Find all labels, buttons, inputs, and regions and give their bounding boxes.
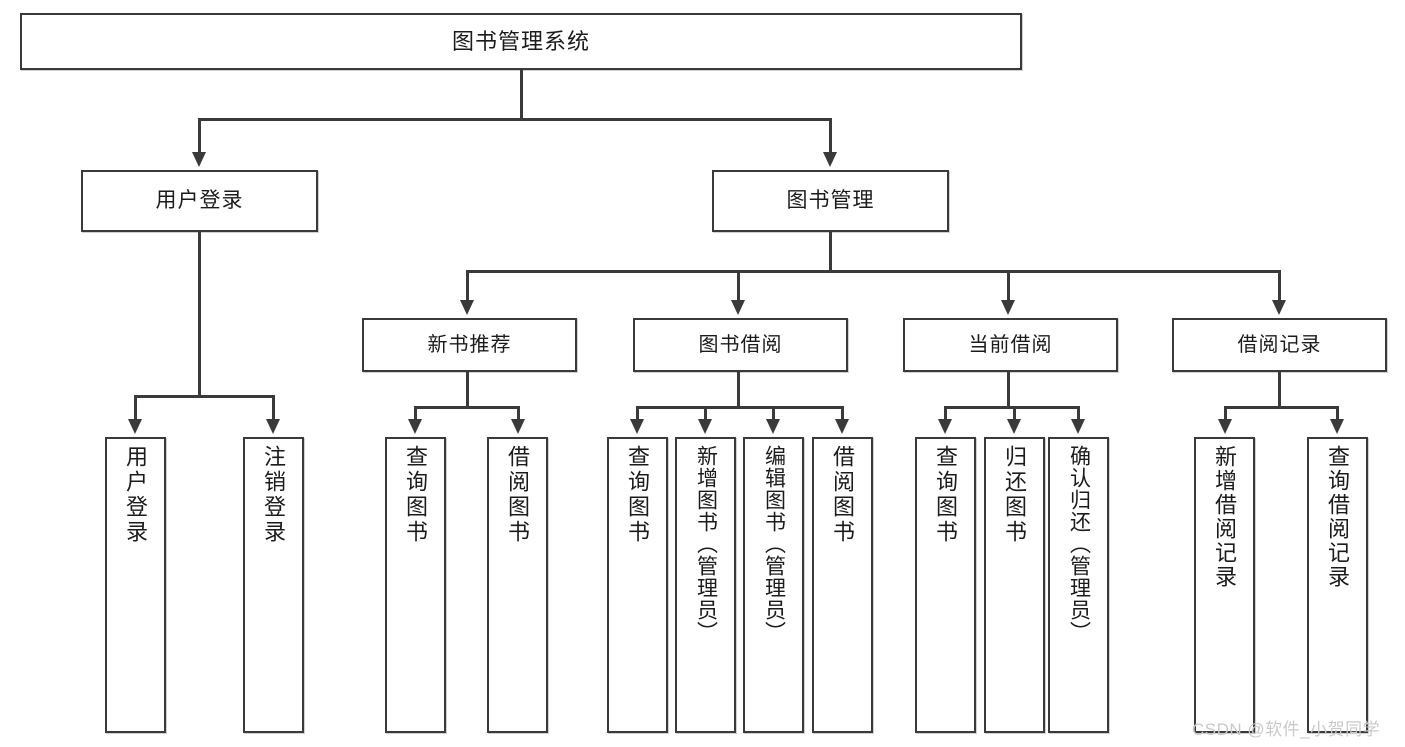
node-label: 查询借阅记录 bbox=[1325, 445, 1351, 589]
connector-book-borrow-to-leaf-4 bbox=[841, 406, 844, 421]
node-label: 新增图书（管理员） bbox=[694, 445, 718, 643]
leaf-user-login-logout[interactable]: 注销登录 bbox=[243, 437, 304, 733]
connector-root-bus bbox=[198, 118, 832, 121]
leaf-new-book-borrow[interactable]: 借阅图书 bbox=[487, 437, 548, 733]
node-label: 确认归还（管理员） bbox=[1067, 445, 1091, 643]
connector-book-borrow-stem bbox=[737, 372, 740, 406]
connector-current-borrow-to-leaf-1 bbox=[944, 406, 947, 421]
connector-user-login-stem bbox=[198, 232, 201, 395]
connector-book-borrow-to-leaf-2 bbox=[704, 406, 707, 421]
leaf-current-borrow-return[interactable]: 归还图书 bbox=[984, 437, 1045, 733]
arrow-head-icon bbox=[835, 419, 849, 434]
node-label: 图书借阅 bbox=[698, 333, 783, 356]
leaf-book-borrow-edit[interactable]: 编辑图书（管理员） bbox=[743, 437, 804, 733]
leaf-book-borrow-query[interactable]: 查询图书 bbox=[607, 437, 668, 733]
connector-new-book-to-leaf-2 bbox=[517, 406, 520, 421]
connector-book-mgmt-to-l3-1 bbox=[466, 270, 469, 302]
leaf-user-login-login[interactable]: 用户登录 bbox=[105, 437, 166, 733]
node-label: 查询图书 bbox=[625, 445, 651, 545]
connector-borrow-record-to-leaf-2 bbox=[1336, 406, 1339, 421]
connector-new-book-to-leaf-1 bbox=[414, 406, 417, 421]
arrow-head-icon bbox=[266, 419, 280, 434]
arrow-head-icon bbox=[1001, 300, 1015, 315]
arrow-head-icon bbox=[823, 152, 837, 167]
connector-book-mgmt-bus bbox=[466, 270, 1280, 273]
connector-book-mgmt-to-l3-4 bbox=[1278, 270, 1281, 302]
leaf-current-borrow-confirm-return[interactable]: 确认归还（管理员） bbox=[1048, 437, 1109, 733]
node-label: 用户登录 bbox=[123, 445, 149, 545]
leaf-book-borrow-add[interactable]: 新增图书（管理员） bbox=[675, 437, 736, 733]
arrow-head-icon bbox=[511, 419, 525, 434]
connector-user-login-to-leaf-1 bbox=[134, 395, 137, 421]
arrow-head-icon bbox=[1330, 419, 1344, 434]
connector-borrow-record-bus bbox=[1224, 406, 1338, 409]
node-label: 注销登录 bbox=[261, 445, 287, 545]
node-label: 借阅图书 bbox=[830, 445, 856, 545]
node-book-borrow[interactable]: 图书借阅 bbox=[633, 318, 848, 372]
leaf-borrow-record-query[interactable]: 查询借阅记录 bbox=[1307, 437, 1368, 733]
node-book-management[interactable]: 图书管理 bbox=[712, 170, 949, 232]
arrow-head-icon bbox=[766, 419, 780, 434]
connector-current-borrow-to-leaf-3 bbox=[1077, 406, 1080, 421]
node-borrow-record[interactable]: 借阅记录 bbox=[1172, 318, 1387, 372]
connector-root-to-user-login bbox=[198, 118, 201, 154]
connector-book-mgmt-stem bbox=[829, 232, 832, 270]
arrow-head-icon bbox=[128, 419, 142, 434]
arrow-head-icon bbox=[731, 300, 745, 315]
node-label: 编辑图书（管理员） bbox=[762, 445, 786, 643]
connector-current-borrow-stem bbox=[1007, 372, 1010, 406]
connector-new-book-bus bbox=[414, 406, 519, 409]
arrow-head-icon bbox=[408, 419, 422, 434]
node-label: 当前借阅 bbox=[968, 333, 1053, 356]
connector-current-borrow-to-leaf-2 bbox=[1013, 406, 1016, 421]
connector-new-book-stem bbox=[466, 372, 469, 406]
node-label: 用户登录 bbox=[155, 188, 244, 212]
connector-book-borrow-to-leaf-1 bbox=[636, 406, 639, 421]
connector-root-to-book-mgmt bbox=[829, 118, 832, 154]
leaf-new-book-query[interactable]: 查询图书 bbox=[385, 437, 446, 733]
connector-user-login-bus bbox=[134, 395, 274, 398]
node-new-book-recommend[interactable]: 新书推荐 bbox=[362, 318, 577, 372]
node-label: 查询图书 bbox=[933, 445, 959, 545]
connector-borrow-record-stem bbox=[1278, 372, 1281, 406]
node-label: 新增借阅记录 bbox=[1212, 445, 1238, 589]
leaf-book-borrow-borrow[interactable]: 借阅图书 bbox=[812, 437, 873, 733]
node-root-system[interactable]: 图书管理系统 bbox=[20, 13, 1022, 70]
arrow-head-icon bbox=[630, 419, 644, 434]
arrow-head-icon bbox=[1272, 300, 1286, 315]
arrow-head-icon bbox=[192, 152, 206, 167]
connector-book-borrow-bus bbox=[636, 406, 843, 409]
node-current-borrow[interactable]: 当前借阅 bbox=[903, 318, 1118, 372]
node-user-login[interactable]: 用户登录 bbox=[81, 170, 318, 232]
node-label: 图书管理 bbox=[786, 188, 875, 212]
connector-current-borrow-bus bbox=[944, 406, 1079, 409]
arrow-head-icon bbox=[1007, 419, 1021, 434]
arrow-head-icon bbox=[1071, 419, 1085, 434]
leaf-current-borrow-query[interactable]: 查询图书 bbox=[915, 437, 976, 733]
arrow-head-icon bbox=[1218, 419, 1232, 434]
leaf-borrow-record-add[interactable]: 新增借阅记录 bbox=[1194, 437, 1255, 733]
arrow-head-icon bbox=[460, 300, 474, 315]
connector-book-mgmt-to-l3-2 bbox=[737, 270, 740, 302]
node-label: 借阅记录 bbox=[1237, 333, 1322, 356]
connector-book-borrow-to-leaf-3 bbox=[772, 406, 775, 421]
connector-book-mgmt-to-l3-3 bbox=[1007, 270, 1010, 302]
node-label: 借阅图书 bbox=[505, 445, 531, 545]
node-label: 归还图书 bbox=[1002, 445, 1028, 545]
node-label: 图书管理系统 bbox=[451, 28, 590, 54]
connector-borrow-record-to-leaf-1 bbox=[1224, 406, 1227, 421]
node-label: 新书推荐 bbox=[427, 333, 512, 356]
arrow-head-icon bbox=[698, 419, 712, 434]
connector-root-stem bbox=[520, 70, 523, 118]
connector-user-login-to-leaf-2 bbox=[272, 395, 275, 421]
arrow-head-icon bbox=[938, 419, 952, 434]
node-label: 查询图书 bbox=[403, 445, 429, 545]
